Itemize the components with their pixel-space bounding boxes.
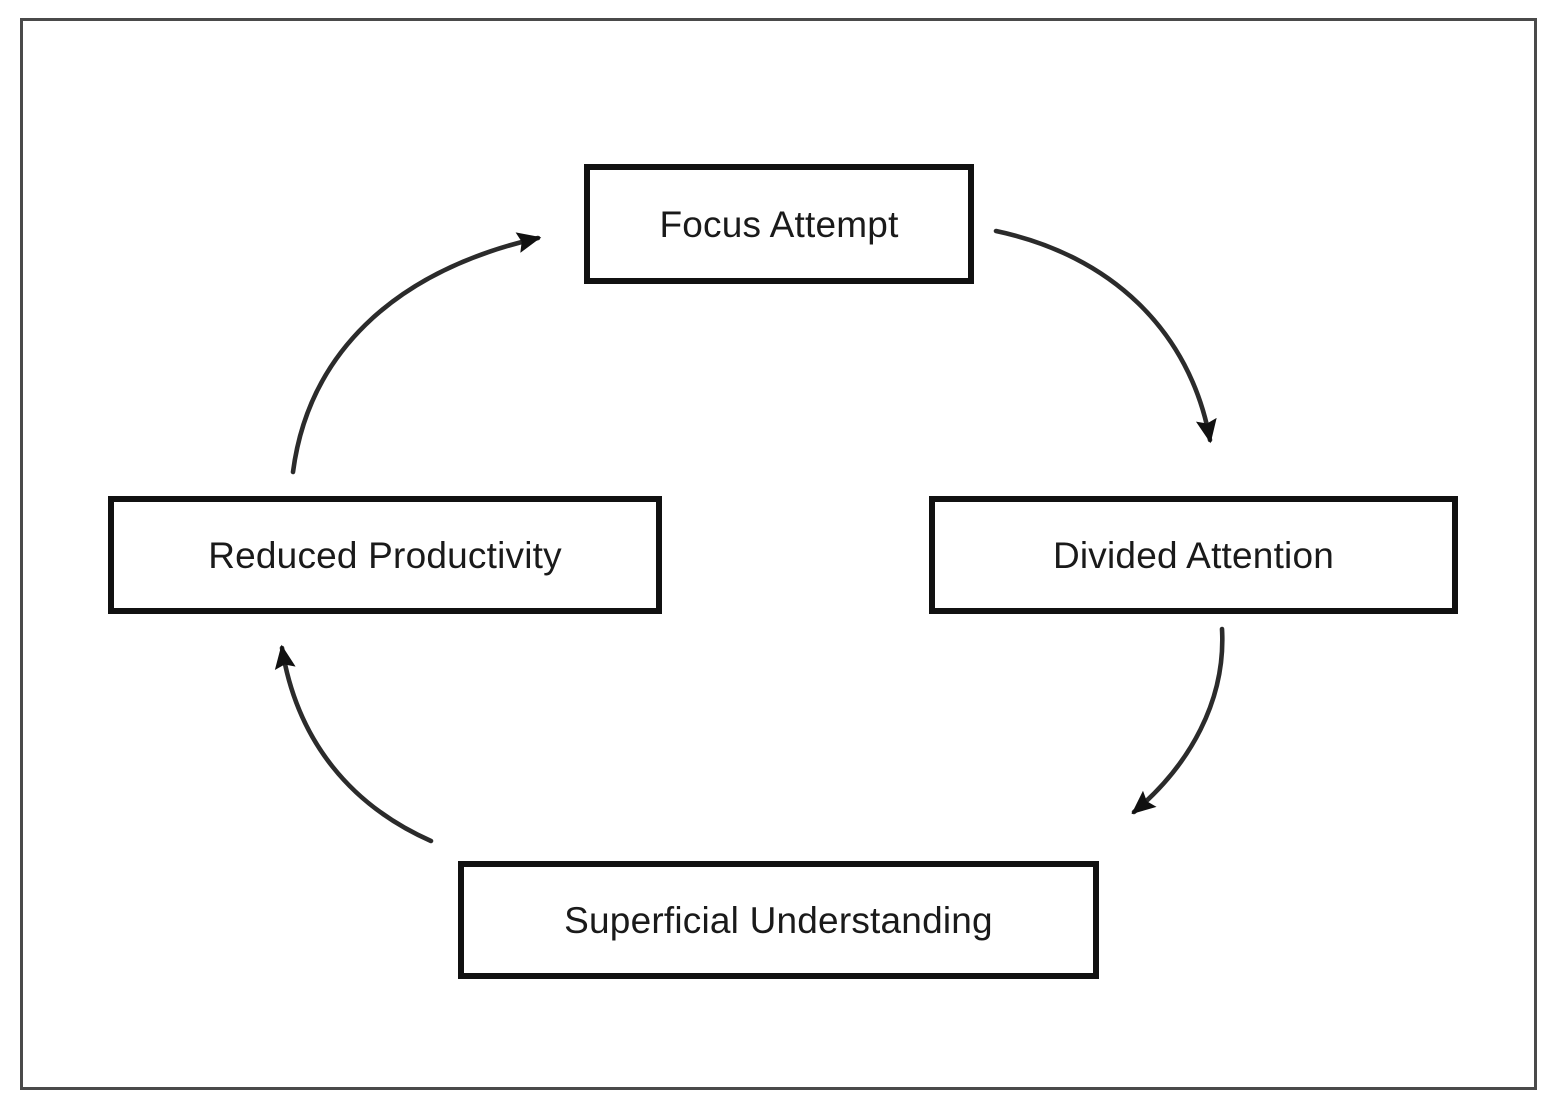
node-focus-attempt-label: Focus Attempt [659, 203, 899, 245]
node-superficial-understanding-label: Superficial Understanding [564, 899, 993, 941]
node-divided-attention[interactable]: Divided Attention [929, 496, 1458, 614]
node-superficial-understanding[interactable]: Superficial Understanding [458, 861, 1099, 979]
node-divided-attention-label: Divided Attention [1052, 534, 1335, 576]
node-reduced-productivity-label: Reduced Productivity [208, 534, 562, 576]
node-reduced-productivity[interactable]: Reduced Productivity [108, 496, 662, 614]
node-focus-attempt[interactable]: Focus Attempt [584, 164, 974, 284]
